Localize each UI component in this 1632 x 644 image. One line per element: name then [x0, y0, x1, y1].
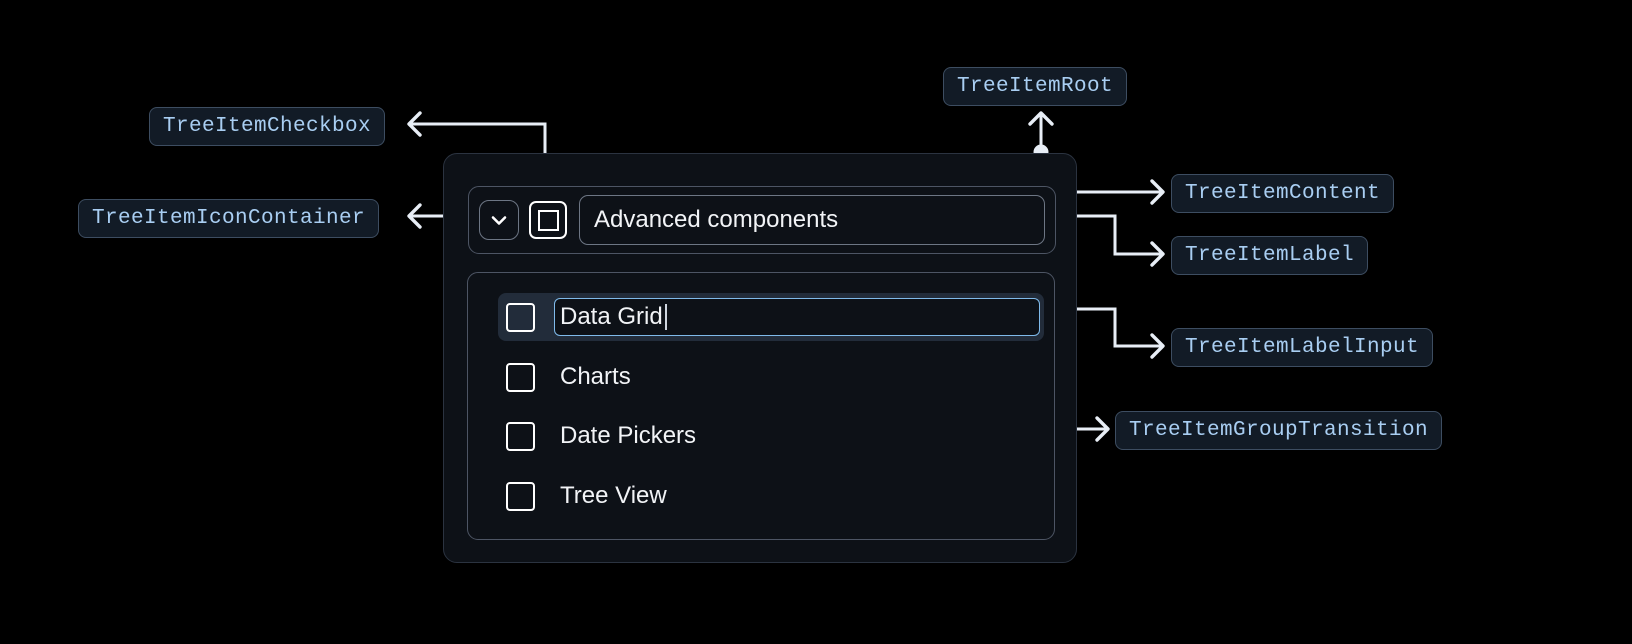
tree-child-label-tree-view: Tree View [560, 482, 667, 509]
arrowhead-labelinput [1150, 333, 1165, 359]
tree-child-label-date-pickers: Date Pickers [560, 422, 697, 449]
arrowhead-content [1150, 179, 1165, 205]
tree-item-group-transition: Data Grid Charts Date Pickers Tree View [467, 272, 1055, 540]
tree-item-checkbox[interactable] [529, 201, 567, 239]
tree-item-label-input-value: Data Grid [560, 303, 663, 330]
tree-item-icon-container[interactable] [479, 200, 519, 240]
chevron-down-icon [491, 216, 507, 225]
tree-child-label-charts: Charts [560, 363, 631, 390]
tree-child-row-tree-view[interactable]: Tree View [498, 472, 1044, 520]
tree-item-content[interactable]: Advanced components [468, 186, 1056, 254]
arrowhead-label [1150, 241, 1165, 267]
tree-item-label[interactable]: Advanced components [579, 195, 1045, 245]
tree-child-row-charts[interactable]: Charts [498, 353, 1044, 401]
tree-item-root[interactable]: Advanced components Data Grid Charts Dat… [443, 153, 1077, 563]
annotation-chip-tree-item-root: TreeItemRoot [943, 67, 1128, 106]
tree-child-row-date-pickers[interactable]: Date Pickers [498, 412, 1044, 460]
tree-child-row-data-grid[interactable]: Data Grid [498, 293, 1044, 341]
tree-child-checkbox-date-pickers[interactable] [506, 421, 535, 451]
annotation-chip-tree-item-label: TreeItemLabel [1171, 236, 1369, 275]
annotation-chip-tree-item-icon-container: TreeItemIconContainer [78, 199, 380, 238]
annotation-chip-tree-item-group-transition: TreeItemGroupTransition [1115, 411, 1443, 450]
arrowhead-root [1028, 111, 1054, 126]
arrowhead-checkbox [407, 111, 422, 137]
checkbox-indeterminate-mark [537, 209, 559, 231]
annotation-chip-tree-item-label-input: TreeItemLabelInput [1171, 328, 1434, 367]
annotation-chip-tree-item-content: TreeItemContent [1171, 174, 1395, 213]
tree-child-checkbox-tree-view[interactable] [506, 481, 535, 511]
annotation-chip-tree-item-checkbox: TreeItemCheckbox [149, 107, 386, 146]
tree-child-checkbox-charts[interactable] [506, 362, 535, 392]
arrowhead-grouptransition [1095, 416, 1110, 442]
tree-child-checkbox-data-grid[interactable] [506, 302, 535, 332]
arrowhead-iconcontainer [407, 203, 422, 229]
tree-item-label-text: Advanced components [594, 206, 839, 233]
text-caret [664, 304, 667, 330]
tree-item-label-input[interactable]: Data Grid [554, 298, 1040, 336]
